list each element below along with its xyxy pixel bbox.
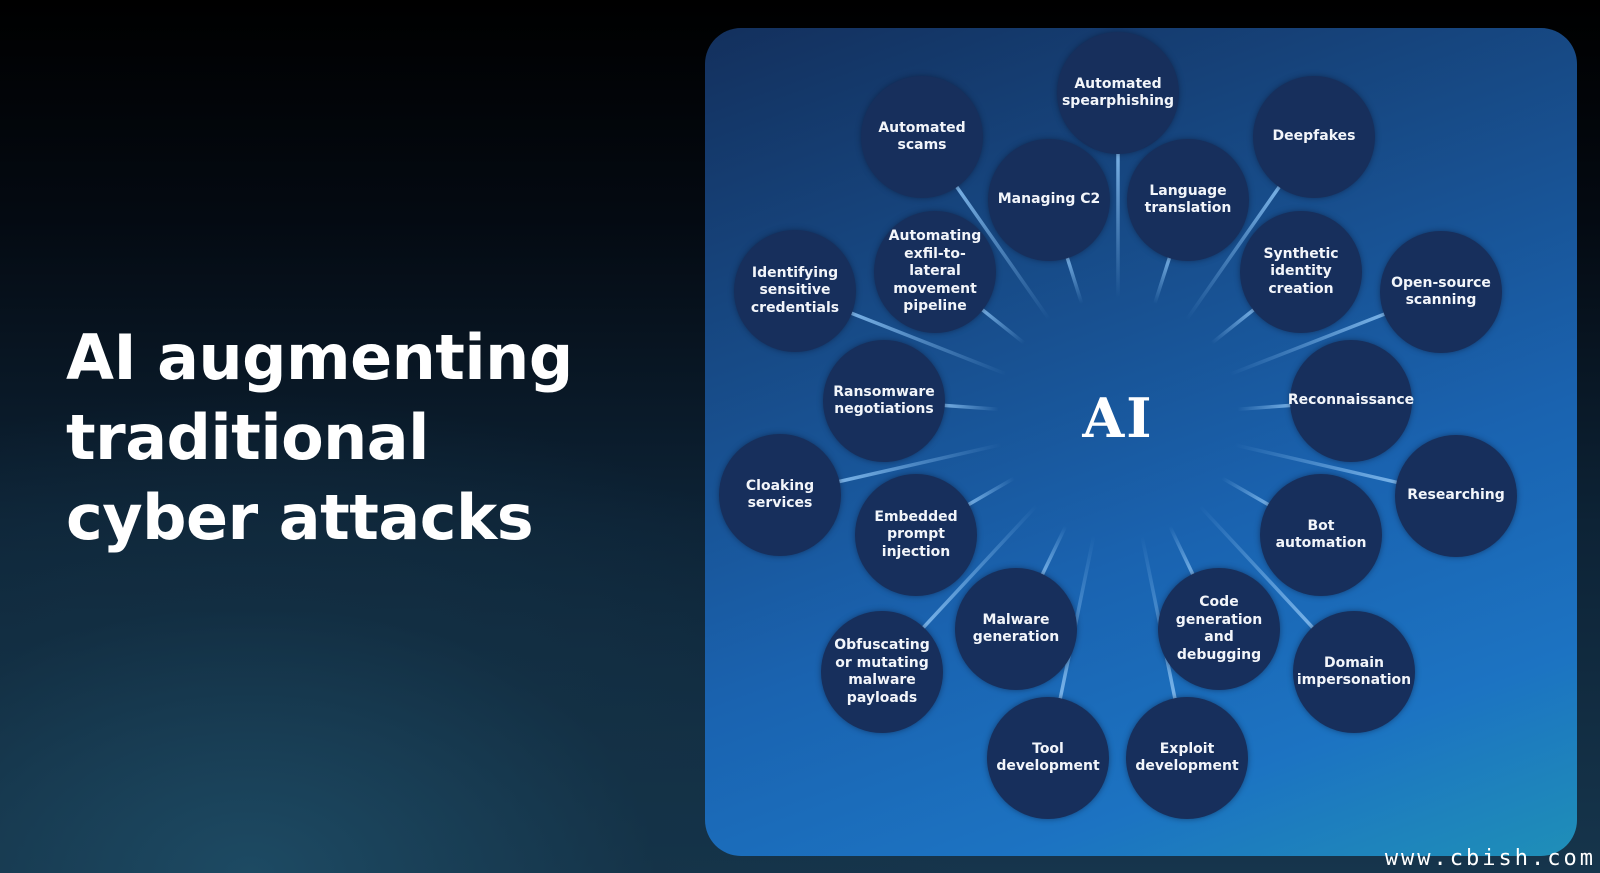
node-code-generation[interactable]: Code generation and debugging [1158, 568, 1280, 690]
node-label: Ransomware negotiations [833, 383, 935, 418]
node-automating-exfil[interactable]: Automating exfil-to-lateral movement pip… [874, 211, 996, 333]
title-line-1: AI augmenting [66, 321, 573, 394]
node-reconnaissance[interactable]: Reconnaissance [1288, 340, 1414, 462]
node-label: Open-source scanning [1391, 274, 1491, 309]
connector-ray [919, 504, 1039, 632]
node-deepfakes[interactable]: Deepfakes [1253, 76, 1375, 198]
connector-ray [1210, 306, 1258, 345]
node-domain-impersonation[interactable]: Domain impersonation [1293, 611, 1415, 733]
connector-ray [1228, 311, 1389, 377]
node-label: Reconnaissance [1287, 392, 1415, 409]
connector-ray [1220, 476, 1273, 508]
node-label: Identifying sensitive credentials [750, 264, 840, 316]
node-open-source-scanning[interactable]: Open-source scanning [1380, 231, 1502, 353]
node-malware-generation[interactable]: Malware generation [955, 568, 1077, 690]
slide-title: AI augmenting traditional cyber attacks [66, 318, 573, 558]
connector-ray [1184, 182, 1283, 322]
title-line-3: cyber attacks [66, 481, 534, 554]
watermark: www.cbish.com [1384, 846, 1596, 871]
connector-ray [1039, 524, 1068, 579]
node-label: Obfuscating or mutating malware payloads [834, 637, 930, 706]
connector-ray [847, 310, 1009, 376]
node-exploit-development[interactable]: Exploit development [1126, 697, 1248, 819]
connector-ray [1152, 253, 1173, 306]
connector-ray [834, 442, 1003, 484]
node-synthetic-identity-creation[interactable]: Synthetic identity creation [1240, 211, 1362, 333]
connector-ray [1233, 443, 1402, 485]
node-obfuscating-malware[interactable]: Obfuscating or mutating malware payloads [821, 611, 943, 733]
connector-ray [953, 182, 1052, 322]
connector-ray [1057, 533, 1096, 703]
connector-ray [964, 476, 1016, 508]
connector-ray [1064, 253, 1084, 306]
node-automated-spearphishing[interactable]: Automated spearphishing [1057, 32, 1179, 154]
node-language-translation[interactable]: Language translation [1127, 139, 1249, 261]
connector-ray [940, 403, 1001, 412]
node-label: Language translation [1144, 182, 1232, 217]
connector-rays [834, 149, 1402, 703]
connector-ray [1168, 524, 1196, 579]
node-label: Malware generation [972, 611, 1060, 646]
node-label: Code generation and debugging [1175, 594, 1263, 663]
node-cloaking-services[interactable]: Cloaking services [719, 434, 841, 556]
node-identifying-credentials[interactable]: Identifying sensitive credentials [734, 230, 856, 352]
node-label: Tool development [996, 740, 1100, 775]
node-bot-automation[interactable]: Bot automation [1260, 474, 1382, 596]
node-label: Synthetic identity creation [1263, 245, 1339, 297]
node-label: Automating exfil-to-lateral movement pip… [888, 228, 982, 315]
node-label: Exploit development [1135, 740, 1239, 775]
node-label: Domain impersonation [1296, 654, 1412, 689]
node-ransomware-negotiations[interactable]: Ransomware negotiations [823, 340, 945, 462]
hub-ai-label: AI [1082, 386, 1154, 450]
node-label: Cloaking services [745, 477, 815, 512]
node-label: Deepfakes [1272, 128, 1356, 145]
node-automated-scams[interactable]: Automated scams [861, 76, 983, 198]
node-label: Managing C2 [997, 191, 1101, 208]
connector-ray [1235, 403, 1295, 412]
ai-attack-diagram: AI Automated spearphishing Deepfakes Lan… [705, 28, 1577, 856]
node-embedded-prompt-injection[interactable]: Embedded prompt injection [855, 474, 977, 596]
connector-ray [1197, 504, 1317, 632]
node-label: Automated spearphishing [1061, 75, 1175, 110]
title-line-2: traditional [66, 401, 429, 474]
node-label: Automated scams [878, 119, 966, 154]
node-managing-c2[interactable]: Managing C2 [988, 139, 1110, 261]
node-label: Researching [1407, 487, 1505, 504]
node-tool-development[interactable]: Tool development [987, 697, 1109, 819]
node-researching[interactable]: Researching [1395, 435, 1517, 557]
node-label: Embedded prompt injection [874, 508, 958, 560]
connector-ray [978, 306, 1026, 345]
node-label: Bot automation [1275, 517, 1367, 552]
